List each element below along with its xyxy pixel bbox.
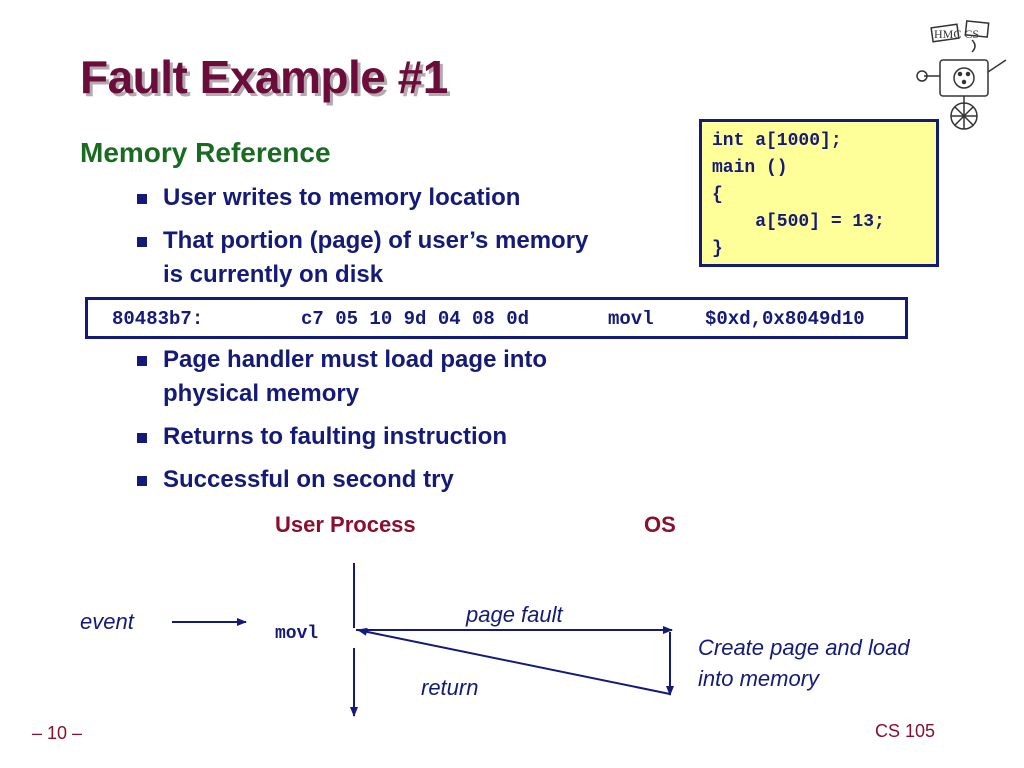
os-action-line: into memory bbox=[698, 666, 820, 691]
asm-operands: $0xd,0x8049d10 bbox=[705, 308, 865, 330]
return-arrow bbox=[357, 627, 671, 695]
bullet-square-icon bbox=[137, 194, 147, 204]
bullet-text: is currently on disk bbox=[163, 261, 384, 288]
logo-text: HMC CS bbox=[934, 27, 979, 41]
assembly-bar: 80483b7: c7 05 10 9d 04 08 0d movl $0xd,… bbox=[85, 297, 908, 339]
user-process-label: User Process bbox=[275, 512, 416, 537]
robot-logo-icon: HMC CS bbox=[916, 20, 1007, 130]
asm-mnemonic: movl bbox=[608, 308, 654, 330]
bullet-square-icon bbox=[137, 237, 147, 247]
bullet-text: Successful on second try bbox=[163, 466, 454, 493]
os-label: OS bbox=[644, 512, 676, 537]
bullet-item: Returns to faulting instruction bbox=[137, 420, 507, 454]
bullet-item: User writes to memory location bbox=[137, 181, 520, 215]
code-line: main () bbox=[712, 158, 788, 178]
instruction-label: movl bbox=[275, 624, 319, 644]
code-line: a[500] = 13; bbox=[712, 212, 885, 232]
bullet-text: Returns to faulting instruction bbox=[163, 423, 507, 450]
os-action-line: Create page and load bbox=[698, 635, 910, 660]
bullet-item: Page handler must load page into physica… bbox=[137, 343, 547, 411]
code-line: { bbox=[712, 185, 723, 205]
bullet-item: That portion (page) of user’s memory is … bbox=[137, 224, 588, 292]
slide-title: Fault Example #1 bbox=[80, 51, 448, 103]
subheading: Memory Reference bbox=[80, 137, 331, 168]
code-line: } bbox=[712, 239, 723, 259]
asm-bytes: c7 05 10 9d 04 08 0d bbox=[301, 308, 530, 330]
bullet-text: physical memory bbox=[163, 380, 360, 407]
bullet-text: Page handler must load page into bbox=[163, 346, 548, 373]
bullet-item: Successful on second try bbox=[137, 463, 454, 497]
course-label: CS 105 bbox=[875, 721, 936, 741]
os-action-text: Create page and load into memory bbox=[698, 632, 910, 694]
bullet-square-icon bbox=[137, 476, 147, 486]
bullet-square-icon bbox=[137, 433, 147, 443]
code-box: int a[1000]; main () { a[500] = 13; } bbox=[699, 119, 939, 267]
bullet-square-icon bbox=[137, 356, 147, 366]
bullet-text: User writes to memory location bbox=[163, 184, 521, 211]
page-number: – 10 – bbox=[32, 723, 83, 743]
page-fault-label: page fault bbox=[466, 602, 563, 627]
asm-address: 80483b7: bbox=[112, 308, 204, 330]
bullet-text: That portion (page) of user’s memory bbox=[163, 227, 589, 254]
return-label: return bbox=[421, 675, 479, 700]
event-label: event bbox=[80, 609, 134, 634]
code-line: int a[1000]; bbox=[712, 131, 842, 151]
